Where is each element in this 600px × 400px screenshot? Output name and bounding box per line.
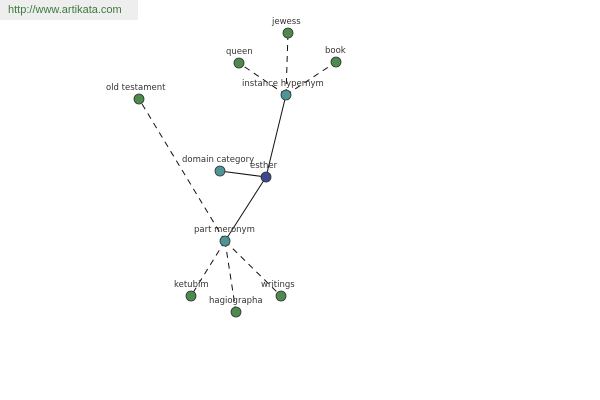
node-label-book: book — [325, 46, 346, 56]
node-label-old-testament: old testament — [106, 83, 166, 93]
edge-part-meronym-to-old-testament — [138, 98, 226, 242]
node-old-testament[interactable] — [133, 93, 145, 105]
node-hagiographa[interactable] — [230, 306, 242, 318]
node-label-part-meronym: part meronym — [194, 225, 255, 235]
node-layer: esther instance hypernym domain category pa… — [106, 17, 346, 318]
node-instance-hypernym[interactable] — [280, 89, 292, 101]
node-label-hagiographa: hagiographa — [209, 296, 263, 306]
edge-layer — [138, 32, 337, 313]
node-domain-category[interactable] — [214, 165, 226, 177]
node-label-jewess: jewess — [271, 17, 301, 27]
edge-instance-hypernym-to-book — [285, 61, 337, 96]
node-label-writings: writings — [261, 280, 295, 290]
edge-esther-to-instance-hypernym — [265, 94, 287, 178]
node-queen[interactable] — [233, 57, 245, 69]
node-label-queen: queen — [226, 47, 253, 57]
node-part-meronym[interactable] — [219, 235, 231, 247]
node-ketubim[interactable] — [185, 290, 197, 302]
node-esther[interactable] — [260, 171, 272, 183]
watermark-url: http://www.artikata.com — [0, 0, 138, 20]
node-label-domain-category: domain category — [182, 155, 254, 165]
node-writings[interactable] — [275, 290, 287, 302]
edge-instance-hypernym-to-queen — [238, 62, 287, 96]
edge-esther-to-domain-category — [219, 170, 267, 178]
edge-part-meronym-to-writings — [224, 240, 282, 297]
node-jewess[interactable] — [282, 27, 294, 39]
edge-part-meronym-to-hagiographa — [224, 240, 237, 313]
edge-esther-to-part-meronym — [224, 176, 267, 242]
node-book[interactable] — [330, 56, 342, 68]
node-label-instance-hypernym: instance hypernym — [242, 79, 324, 89]
node-label-esther: esther — [250, 161, 278, 171]
node-label-ketubim: ketubim — [174, 280, 209, 290]
